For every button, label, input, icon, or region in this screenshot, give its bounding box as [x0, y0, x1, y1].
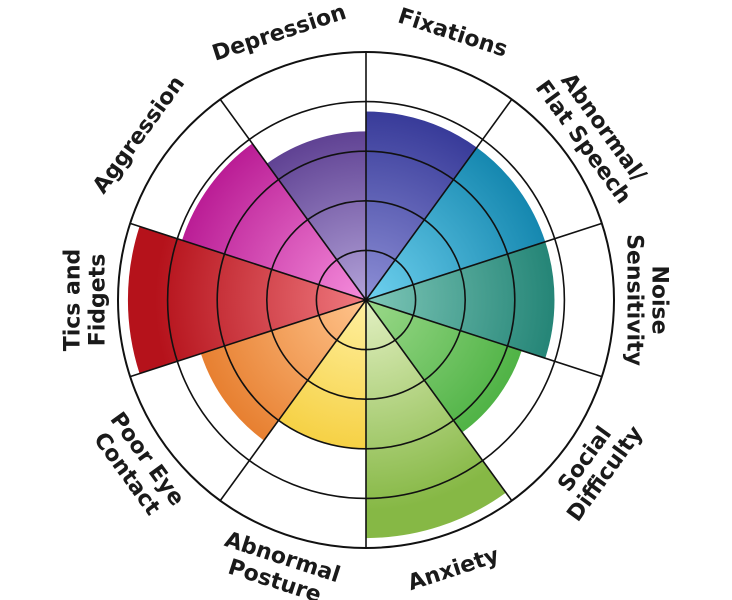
- grid-spoke: [129, 222, 367, 301]
- wedge-abnormal-posture: [278, 300, 366, 449]
- grid-spoke: [365, 222, 603, 301]
- label-noise-sensitivity: NoiseSensitivity: [622, 234, 672, 366]
- grid-spoke: [365, 299, 513, 502]
- wedge-anxiety: [366, 300, 506, 539]
- grid-layer: [117, 51, 615, 549]
- wedge-social-difficulty: [366, 300, 522, 433]
- grid-spoke: [219, 98, 367, 301]
- wedge-abnormal-flat-speech: [366, 147, 546, 300]
- grid-spoke: [365, 98, 513, 301]
- grid-spoke: [365, 299, 603, 378]
- wedge-noise-sensitivity: [366, 241, 555, 359]
- label-fixations: Fixations: [395, 4, 511, 63]
- label-line: Tics and: [61, 249, 86, 352]
- wedge-aggression: [182, 143, 366, 300]
- wedge-depression: [266, 131, 366, 300]
- wedge-tics-and-fidgets: [127, 226, 366, 374]
- wedge-poor-eye-contact: [200, 300, 366, 441]
- wedge-fixations: [366, 111, 477, 301]
- label-anxiety: Anxiety: [405, 543, 502, 596]
- label-line: Fidgets: [86, 254, 111, 347]
- label-line: Noise: [647, 265, 672, 334]
- grid-spoke: [129, 299, 367, 378]
- label-line: Anxiety: [405, 543, 502, 596]
- grid-spoke: [219, 299, 367, 502]
- label-tics-and-fidgets: Tics andFidgets: [61, 249, 111, 352]
- label-line: Sensitivity: [622, 234, 647, 366]
- label-line: Fixations: [395, 4, 511, 63]
